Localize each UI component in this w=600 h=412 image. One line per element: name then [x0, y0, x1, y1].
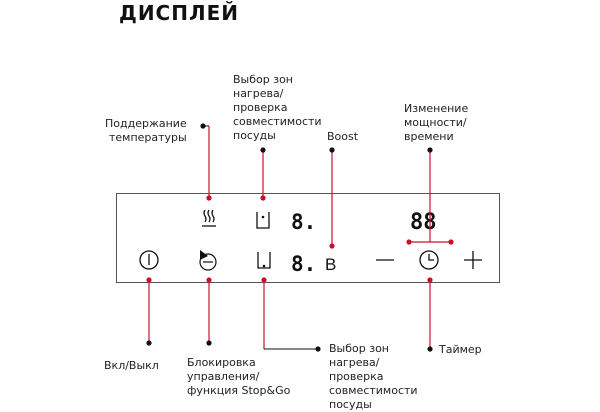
boost-button-letter[interactable]: B: [325, 255, 336, 274]
label-zone-select-top: Выбор зон нагрева/ проверка совместимост…: [233, 73, 322, 142]
callout-zone-select-top: [260, 147, 266, 201]
keep-warm-icon[interactable]: [202, 209, 216, 227]
timer-digits: 88: [410, 210, 437, 235]
label-keep-warm: Поддержание температуры: [105, 117, 187, 144]
zone-select-bottom-icon[interactable]: [257, 252, 271, 269]
control-panel: [116, 193, 500, 283]
label-power-time-change: Изменение мощности/ времени: [404, 102, 469, 143]
power-button[interactable]: [139, 250, 159, 270]
label-boost: Boost: [327, 130, 359, 143]
callout-boost: [329, 147, 335, 249]
label-timer: Таймер: [439, 343, 482, 356]
callout-zone-select-bottom: [261, 277, 321, 352]
timer-button[interactable]: [419, 250, 439, 270]
label-lock: Блокировка управления/ функция Stop&Go: [187, 356, 291, 397]
zone-power-digit-top: 8.: [291, 210, 316, 234]
lock-button[interactable]: [199, 250, 217, 271]
callout-lock: [206, 277, 212, 346]
callout-timer: [427, 277, 433, 352]
page-title: ДИСПЛЕЙ: [119, 1, 239, 25]
callout-power-time: [406, 147, 454, 245]
callout-on-off: [146, 277, 152, 346]
zone-select-top-icon[interactable]: [256, 212, 270, 229]
label-on-off: Вкл/Выкл: [104, 359, 159, 372]
zone-power-digit-bottom: 8.: [291, 252, 316, 276]
callout-keep-warm: [200, 123, 212, 201]
plus-button[interactable]: [464, 251, 482, 269]
label-zone-select-bottom: Выбор зон нагрева/ проверка совместимост…: [329, 342, 418, 411]
